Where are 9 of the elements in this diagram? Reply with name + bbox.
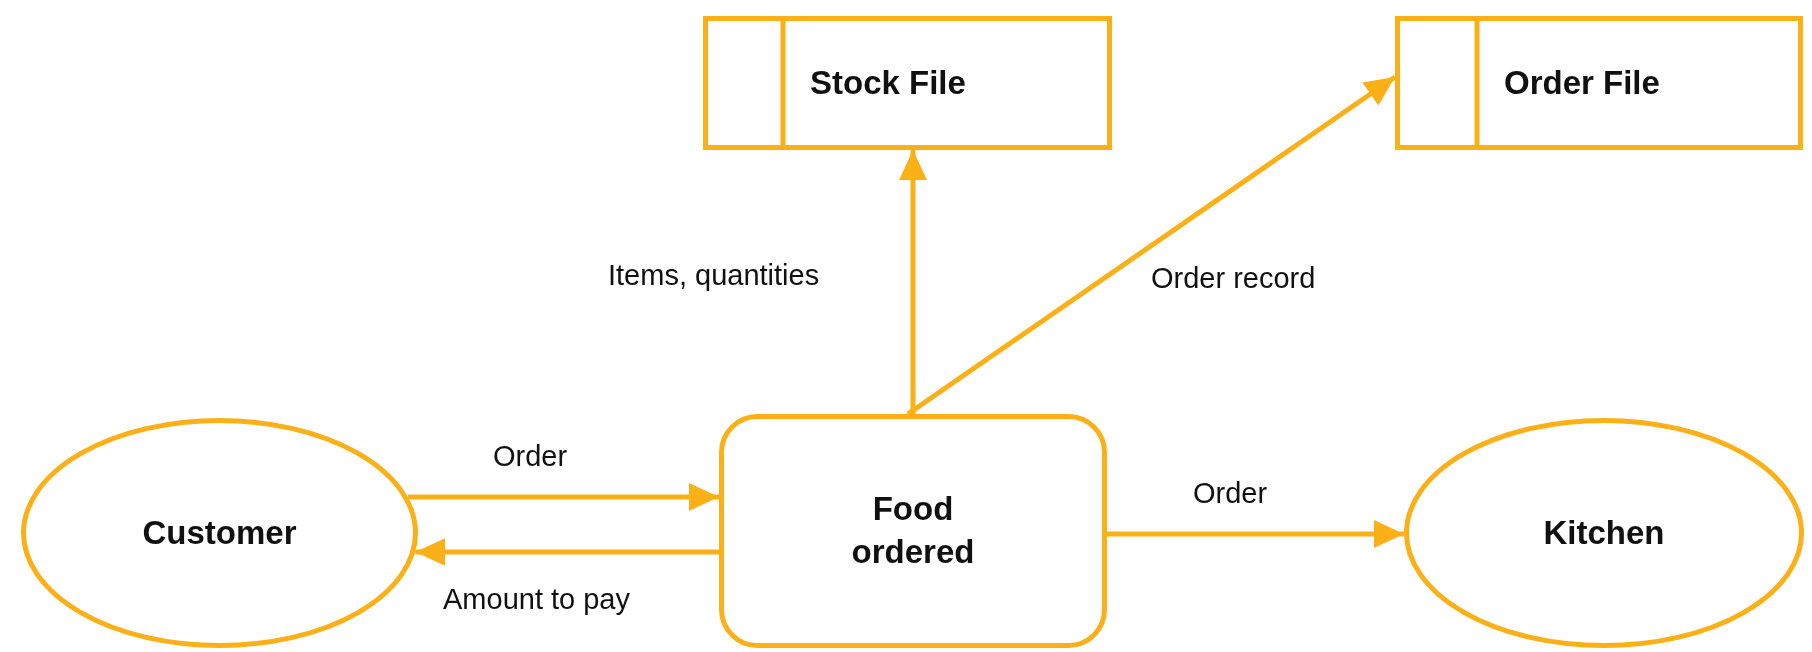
node-label: Kitchen	[1543, 512, 1665, 553]
node-label: Order File	[1504, 62, 1660, 103]
node-label: Customer	[142, 512, 297, 553]
arrow	[408, 483, 719, 511]
node-label: Food ordered	[850, 489, 976, 572]
node-label: Stock File	[810, 62, 966, 103]
arrow	[899, 150, 927, 414]
arrow	[415, 538, 719, 566]
arrow	[1107, 520, 1404, 548]
